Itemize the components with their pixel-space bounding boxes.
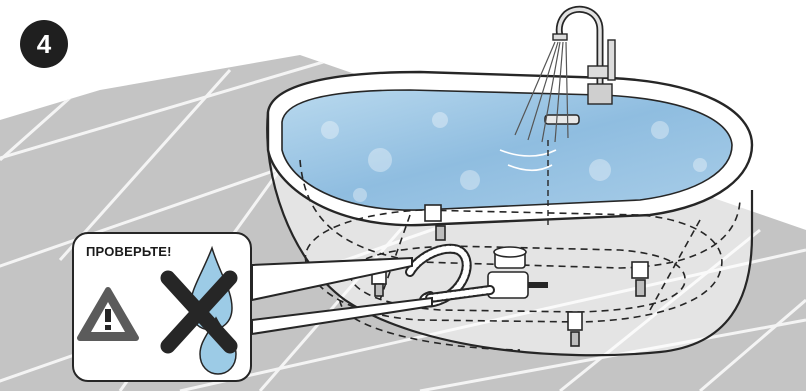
hand-shower <box>608 40 615 80</box>
foot-2 <box>425 205 441 221</box>
foot-4 <box>568 312 582 330</box>
step-number: 4 <box>37 29 51 60</box>
check-callout: ПРОВЕРЬТЕ! <box>72 232 252 382</box>
siphon-trap <box>488 272 528 298</box>
warning-triangle-icon <box>80 290 136 338</box>
step-number-badge: 4 <box>20 20 68 68</box>
callout-icons <box>74 234 250 380</box>
bath-water <box>282 90 732 210</box>
foot-3 <box>632 262 648 278</box>
overflow-cover <box>545 115 579 124</box>
